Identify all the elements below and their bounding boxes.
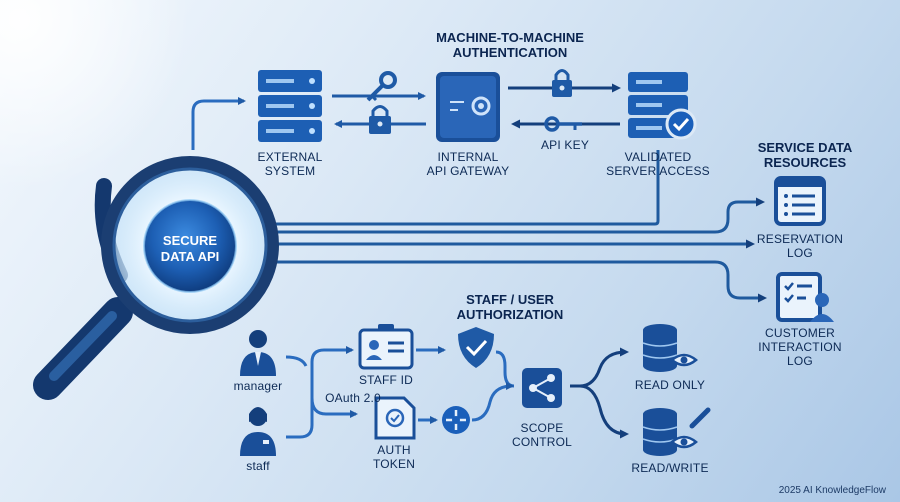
reservation-log-icon — [774, 176, 826, 226]
staff-id-label: STAFF ID — [358, 373, 414, 387]
lens-to-external-arrow — [191, 97, 246, 150]
staff-id-icon — [358, 324, 414, 370]
auth-title: STAFF / USER AUTHORIZATION — [456, 292, 564, 322]
auth-token-icon — [374, 396, 416, 440]
user-flow-lines — [285, 346, 358, 439]
lens-label: SECURE DATA API — [160, 233, 220, 264]
read-only-label: READ ONLY — [634, 378, 706, 392]
staff-icon — [240, 407, 276, 456]
scope-control-label: SCOPE CONTROL — [511, 421, 573, 449]
staff-label: staff — [246, 459, 270, 473]
validated-label: VALIDATED SERVER ACCESS — [606, 150, 710, 178]
api-key-label: API KEY — [540, 138, 590, 152]
read-only-database-icon — [642, 324, 698, 372]
access-flow-lines — [570, 347, 629, 439]
exchange-icon — [442, 406, 470, 434]
customer-log-label: CUSTOMER INTERACTION LOG — [758, 326, 842, 368]
m2m-title: MACHINE-TO-MACHINE AUTHENTICATION — [436, 30, 584, 60]
read-write-database-icon — [642, 407, 711, 456]
auth-token-label: AUTH TOKEN — [372, 443, 416, 471]
customer-flow-line — [268, 260, 767, 303]
key-icon — [366, 71, 397, 102]
external-system-label: EXTERNAL SYSTEM — [257, 150, 323, 178]
validated-server-icon — [628, 72, 697, 140]
external-system-server-icon — [258, 70, 322, 142]
validated-link-line — [268, 150, 660, 226]
manager-label: manager — [233, 379, 283, 393]
lens-flow-lines — [268, 150, 767, 303]
manager-icon — [240, 330, 276, 376]
resources-title: SERVICE DATA RESOURCES — [757, 140, 853, 170]
magnifying-glass-icon — [33, 156, 279, 400]
customer-log-icon — [776, 272, 834, 322]
reservation-log-label: RESERVATION LOG — [756, 232, 844, 260]
reservation-flow-line — [268, 197, 765, 234]
lock-icon — [369, 105, 391, 134]
api-gateway-icon — [436, 72, 500, 142]
lock-icon-right — [552, 69, 572, 97]
scope-flow-lines — [416, 346, 515, 424]
shield-check-icon — [458, 327, 494, 368]
read-write-label: READ/WRITE — [631, 461, 709, 475]
gateway-label: INTERNAL API GATEWAY — [426, 150, 510, 178]
api-key-icon — [544, 116, 582, 132]
scope-control-icon — [522, 368, 562, 408]
light-flare — [0, 0, 190, 190]
footer-credit: 2025 AI KnowledgeFlow — [778, 485, 886, 496]
oauth-label: OAuth 2.0 — [325, 391, 381, 405]
